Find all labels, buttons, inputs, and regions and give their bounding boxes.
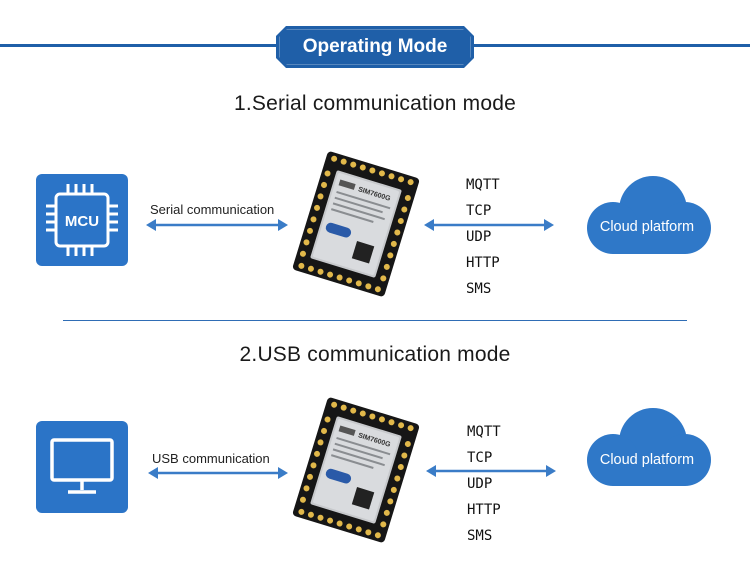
cloud-icon [587,408,711,486]
mcu-chip-icon: MCU [46,184,118,256]
protocol-udp: UDP [467,476,493,492]
protocol-mqtt: MQTT [467,424,501,440]
mcu-device: MCU [36,174,128,266]
protocol-http: HTTP [467,502,501,518]
page-title: Operating Mode [276,26,474,68]
protocol-list-usb: MQTT TCP UDP HTTP SMS [467,419,501,549]
serial-double-arrow [146,219,288,231]
cloud-platform-label-serial: Cloud platform [599,219,695,235]
cloud-double-arrow-usb [426,465,556,477]
cloud-platform-label-usb: Cloud platform [599,452,695,468]
section-title-usb: 2.USB communication mode [239,343,511,366]
usb-link-label: USB communication [152,451,270,466]
protocol-tcp: TCP [467,450,493,466]
banner-frame [279,29,471,65]
computer-device [36,421,128,513]
protocol-sms: SMS [467,528,493,544]
protocol-udp: UDP [466,229,492,245]
protocol-mqtt: MQTT [466,177,500,193]
usb-double-arrow [148,467,288,479]
sim7600g-module-usb: SIM7600G [292,397,420,543]
protocol-sms: SMS [466,281,492,297]
cloud-icon [587,176,711,254]
serial-link-label: Serial communication [150,202,275,217]
cloud-double-arrow-serial [424,219,554,231]
protocol-http: HTTP [466,255,500,271]
section-divider [63,320,687,321]
protocol-list-serial: MQTT TCP UDP HTTP SMS [466,172,500,302]
monitor-icon [50,438,114,494]
sim7600g-module-serial: SIM7600G [292,151,420,297]
protocol-tcp: TCP [466,203,492,219]
mcu-label: MCU [65,213,99,230]
section-title-serial: 1.Serial communication mode [233,92,517,115]
